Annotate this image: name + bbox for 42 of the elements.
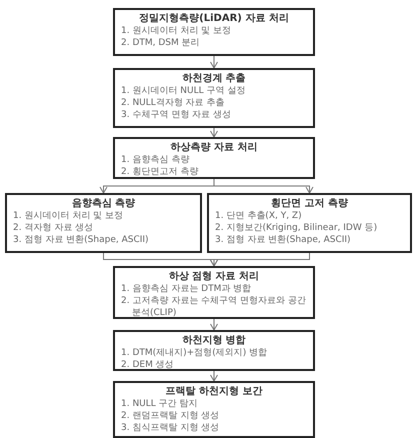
list-item: 2. 고저측량 자료는 수체구역 면형자료와 공간분석(CLIP): [121, 295, 307, 319]
list-item: 1. 원시데이터 NULL 구역 설정: [121, 85, 246, 97]
box-heading: 하천경계 추출: [181, 72, 247, 85]
list-item: 1. 단면 추출(X, Y, Z): [215, 210, 303, 222]
arrow: [210, 128, 218, 138]
box-heading: 프랙탈 하천지형 보간: [164, 385, 264, 398]
list-item: 3. 점형 자료 변환(Shape, ASCII): [215, 234, 352, 246]
arrow: [214, 178, 314, 194]
list-item: 3. 점형 자료 변환(Shape, ASCII): [13, 234, 150, 246]
box-heading: 정밀지형측량(LiDAR) 자료 처리: [138, 12, 290, 25]
process-box: [113, 330, 315, 371]
box-heading: 하상측량 자료 처리: [170, 141, 258, 154]
arrow: [210, 56, 218, 68]
list-item: 1. DTM(제내지)+점형(제외지) 병합: [121, 347, 268, 359]
box-heading: 하천지형 병합: [181, 334, 247, 347]
list-item: 2. 지형보간(Kriging, Bilinear, IDW 등): [215, 222, 378, 234]
list-item: 3. 수체구역 면형 자료 생성: [121, 109, 232, 121]
arrow: [210, 252, 310, 266]
list-item: 1. NULL 구간 탐지: [121, 398, 199, 410]
list-item: 2. DTM, DSM 분리: [121, 37, 201, 49]
box-heading: 횡단면 고저 측량: [270, 197, 349, 210]
list-item: 2. DEM 생성: [121, 359, 175, 371]
process-box: [5, 193, 202, 253]
list-item: 1. 원시데이터 처리 및 보정: [13, 210, 124, 222]
arrow: [210, 318, 218, 330]
process-box: [113, 8, 315, 56]
list-item: 3. 침식프랙탈 지형 생성: [121, 422, 220, 434]
box-heading: 음향측심 측량: [70, 197, 136, 210]
process-box: [207, 193, 412, 253]
list-item: 1. 음향측심 자료는 DTM과 병합: [121, 283, 252, 295]
list-item: 2. 횡단면고저 측량: [121, 166, 200, 178]
arrow: [210, 370, 218, 382]
box-heading: 하상 점형 자료 처리: [168, 270, 260, 283]
list-item: 1. 음향측심 측량: [121, 154, 190, 166]
process-box: [113, 381, 315, 438]
list-item: 1. 원시데이터 처리 및 보정: [121, 25, 232, 37]
process-box: [113, 137, 315, 179]
list-item: 2. 랜덤프랙탈 지형 생성: [121, 410, 220, 422]
list-item: 2. NULL격자형 자료 추출: [121, 97, 226, 109]
process-box: [113, 266, 315, 319]
list-item: 2. 격자형 자료 생성: [13, 222, 94, 234]
process-box: [113, 68, 315, 128]
